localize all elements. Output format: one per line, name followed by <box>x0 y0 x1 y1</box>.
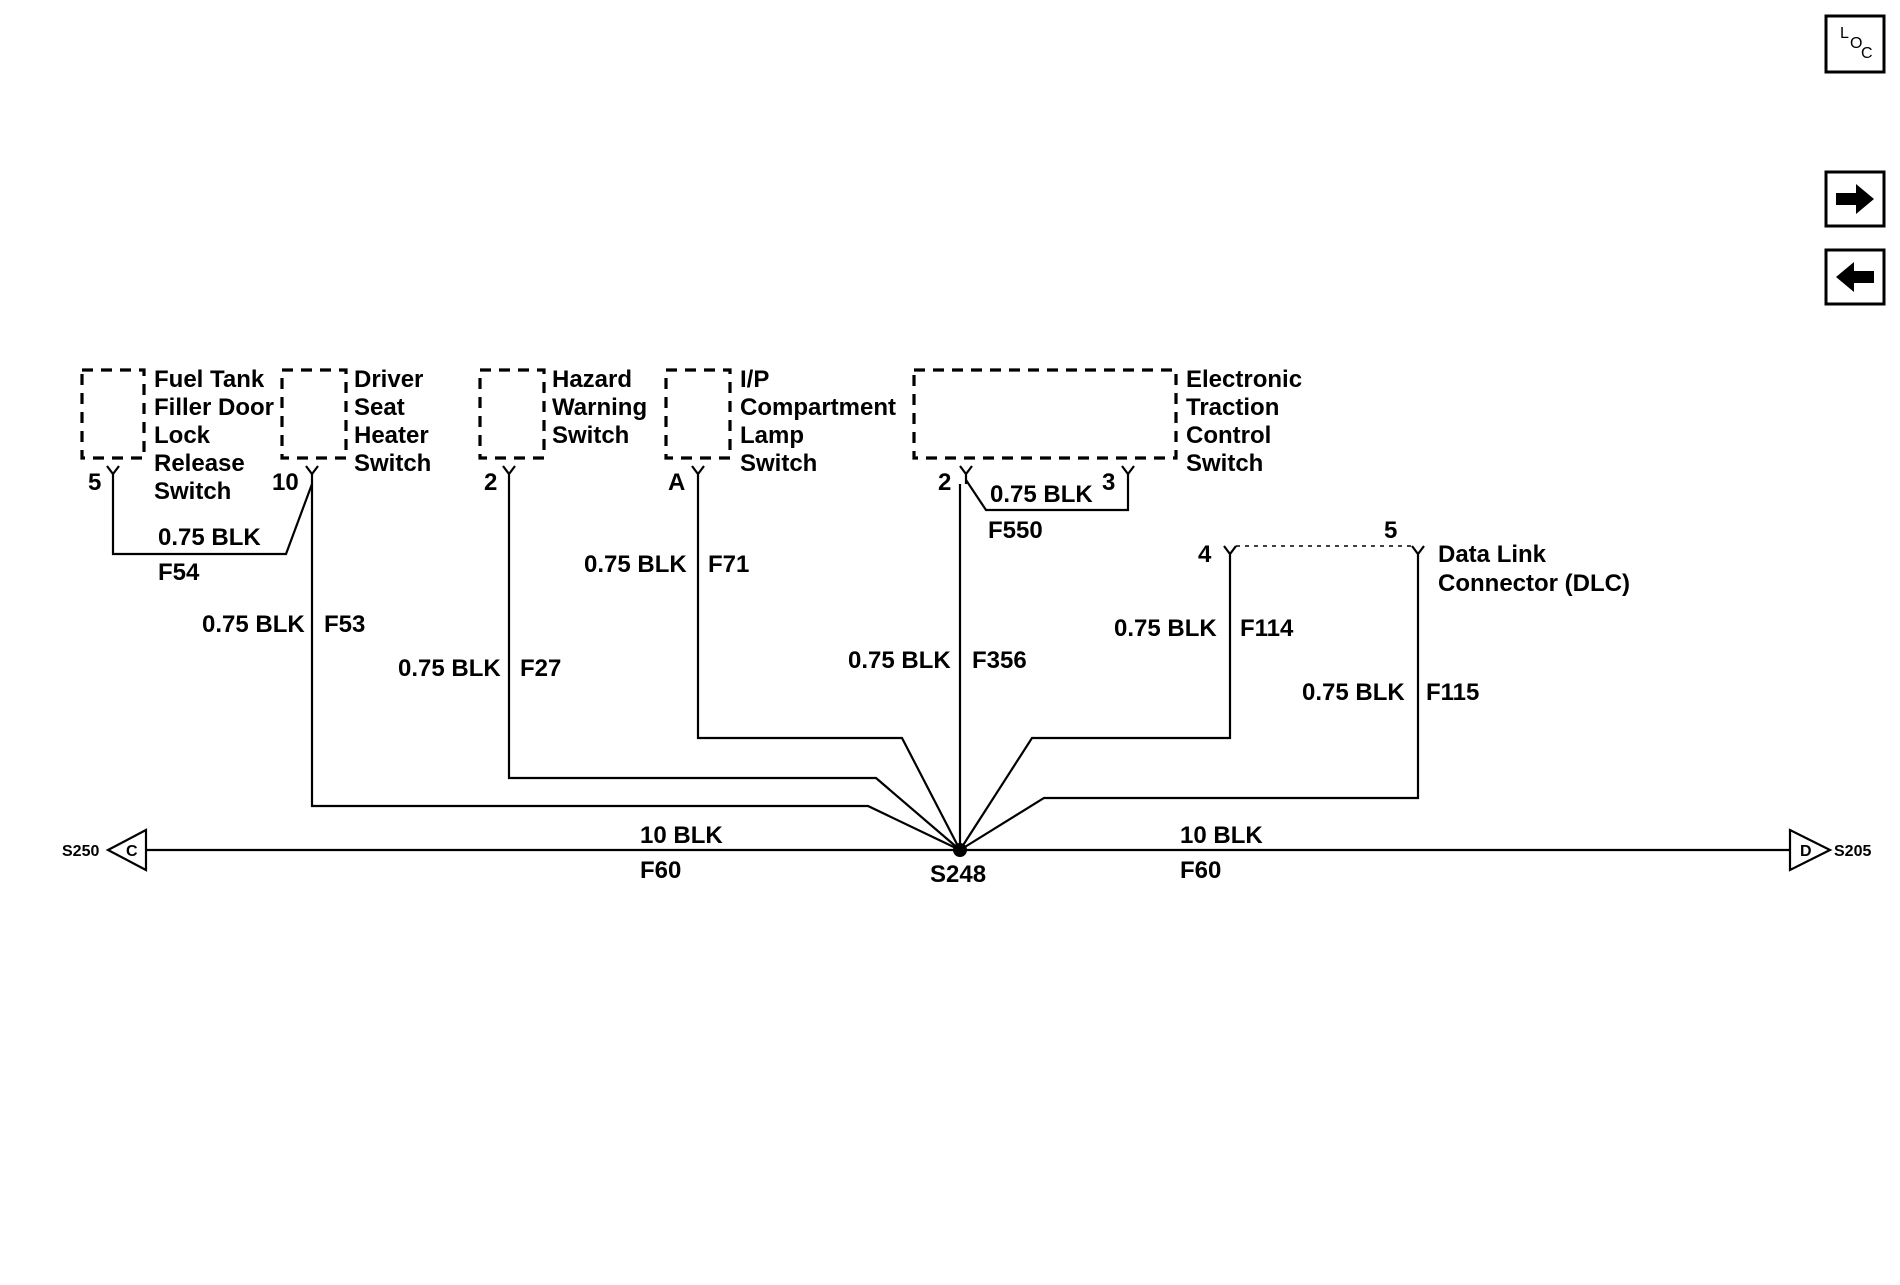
f54-size: 0.75 BLK <box>158 524 261 551</box>
back-button[interactable] <box>1824 248 1886 306</box>
fuel-tank-label-3: Lock <box>154 422 211 449</box>
f550-size: 0.75 BLK <box>990 481 1093 508</box>
f114-size: 0.75 BLK <box>1114 615 1217 642</box>
forward-button[interactable] <box>1824 170 1886 228</box>
seat-heater-label: Driver Seat Heater Switch <box>354 366 431 477</box>
pin-terminals <box>106 465 1425 562</box>
pin-seat-heater: 10 <box>272 469 299 496</box>
wire-f550 <box>965 479 1130 512</box>
f356-size: 0.75 BLK <box>848 647 951 674</box>
f27-circuit: F27 <box>520 655 561 682</box>
pin-dlc-a: 4 <box>1198 541 1212 568</box>
fuel-tank-label-1: Fuel Tank <box>154 366 265 393</box>
traction-label-1: Electronic <box>1186 366 1302 393</box>
fuel-tank-label: Fuel Tank Filler Door Lock Release Switc… <box>154 366 274 505</box>
splice-s250-label: S250 <box>62 843 99 860</box>
loc-l: L <box>1840 25 1849 42</box>
traction-control-switch-box <box>912 368 1178 460</box>
f53-circuit: F53 <box>324 611 365 638</box>
f60-right-circuit: F60 <box>1180 857 1221 884</box>
wire-f27 <box>507 488 961 851</box>
f60-left-size: 10 BLK <box>640 822 723 849</box>
seat-heater-label-4: Switch <box>354 450 431 477</box>
hazard-label-2: Warning <box>552 394 647 421</box>
fuel-tank-label-4: Release <box>154 450 245 477</box>
fuel-tank-label-5: Switch <box>154 478 231 505</box>
pin-ip-lamp: A <box>668 469 685 496</box>
dlc-label-1: Data Link <box>1438 541 1547 568</box>
f114-circuit: F114 <box>1240 615 1294 642</box>
f115-size: 0.75 BLK <box>1302 679 1405 706</box>
traction-label: Electronic Traction Control Switch <box>1186 366 1302 477</box>
pin-dlc-b: 5 <box>1384 517 1397 544</box>
traction-label-4: Switch <box>1186 450 1263 477</box>
loc-button[interactable]: L O C <box>1824 14 1886 74</box>
loc-c: C <box>1861 45 1873 62</box>
ip-lamp-switch-box <box>664 368 732 460</box>
connector-d-letter: D <box>1800 843 1812 860</box>
wire-f53 <box>310 484 961 851</box>
f27-size: 0.75 BLK <box>398 655 501 682</box>
traction-label-2: Traction <box>1186 394 1279 421</box>
arrow-right-icon <box>1836 184 1874 214</box>
hazard-label-1: Hazard <box>552 366 632 393</box>
wire-f54 <box>111 483 314 556</box>
pin-fuel-tank: 5 <box>88 469 101 496</box>
ip-lamp-label-3: Lamp <box>740 422 804 449</box>
ip-lamp-label-1: I/P <box>740 366 769 393</box>
splice-s248-dot <box>953 843 967 857</box>
f71-circuit: F71 <box>708 551 749 578</box>
pin-traction-a: 2 <box>938 469 951 496</box>
hazard-label-3: Switch <box>552 422 629 449</box>
splice-s205-connector[interactable]: D <box>1788 828 1833 872</box>
pin-hazard: 2 <box>484 469 497 496</box>
seat-heater-label-3: Heater <box>354 422 429 449</box>
seat-heater-label-1: Driver <box>354 366 423 393</box>
connector-c-letter: C <box>126 843 138 860</box>
f60-right-size: 10 BLK <box>1180 822 1263 849</box>
hazard-label: Hazard Warning Switch <box>552 366 647 449</box>
ip-lamp-label-2: Compartment <box>740 394 896 421</box>
f53-size: 0.75 BLK <box>202 611 305 638</box>
splice-s250-connector[interactable]: C <box>105 828 148 872</box>
f71-size: 0.75 BLK <box>584 551 687 578</box>
traction-label-3: Control <box>1186 422 1271 449</box>
arrow-left-icon <box>1836 262 1874 292</box>
seat-heater-switch-box <box>280 368 348 460</box>
ip-lamp-label: I/P Compartment Lamp Switch <box>740 366 896 477</box>
splice-s248-label: S248 <box>930 861 986 888</box>
pin-traction-b: 3 <box>1102 469 1115 496</box>
f356-circuit: F356 <box>972 647 1027 674</box>
f550-circuit: F550 <box>988 517 1043 544</box>
loc-o: O <box>1850 35 1862 52</box>
dlc-label: Data Link Connector (DLC) <box>1438 541 1630 597</box>
wire-f114 <box>959 562 1232 851</box>
dlc-label-2: Connector (DLC) <box>1438 570 1630 597</box>
fuel-tank-lock-switch-box <box>80 368 146 460</box>
ip-lamp-label-4: Switch <box>740 450 817 477</box>
fuel-tank-label-2: Filler Door <box>154 394 274 421</box>
splice-s205-label: S205 <box>1834 843 1871 860</box>
f115-circuit: F115 <box>1426 679 1479 706</box>
wire-f71 <box>696 488 961 851</box>
wire-f115 <box>959 562 1420 851</box>
hazard-switch-box <box>478 368 546 460</box>
f60-left-circuit: F60 <box>640 857 681 884</box>
f54-circuit: F54 <box>158 559 200 586</box>
seat-heater-label-2: Seat <box>354 394 405 421</box>
